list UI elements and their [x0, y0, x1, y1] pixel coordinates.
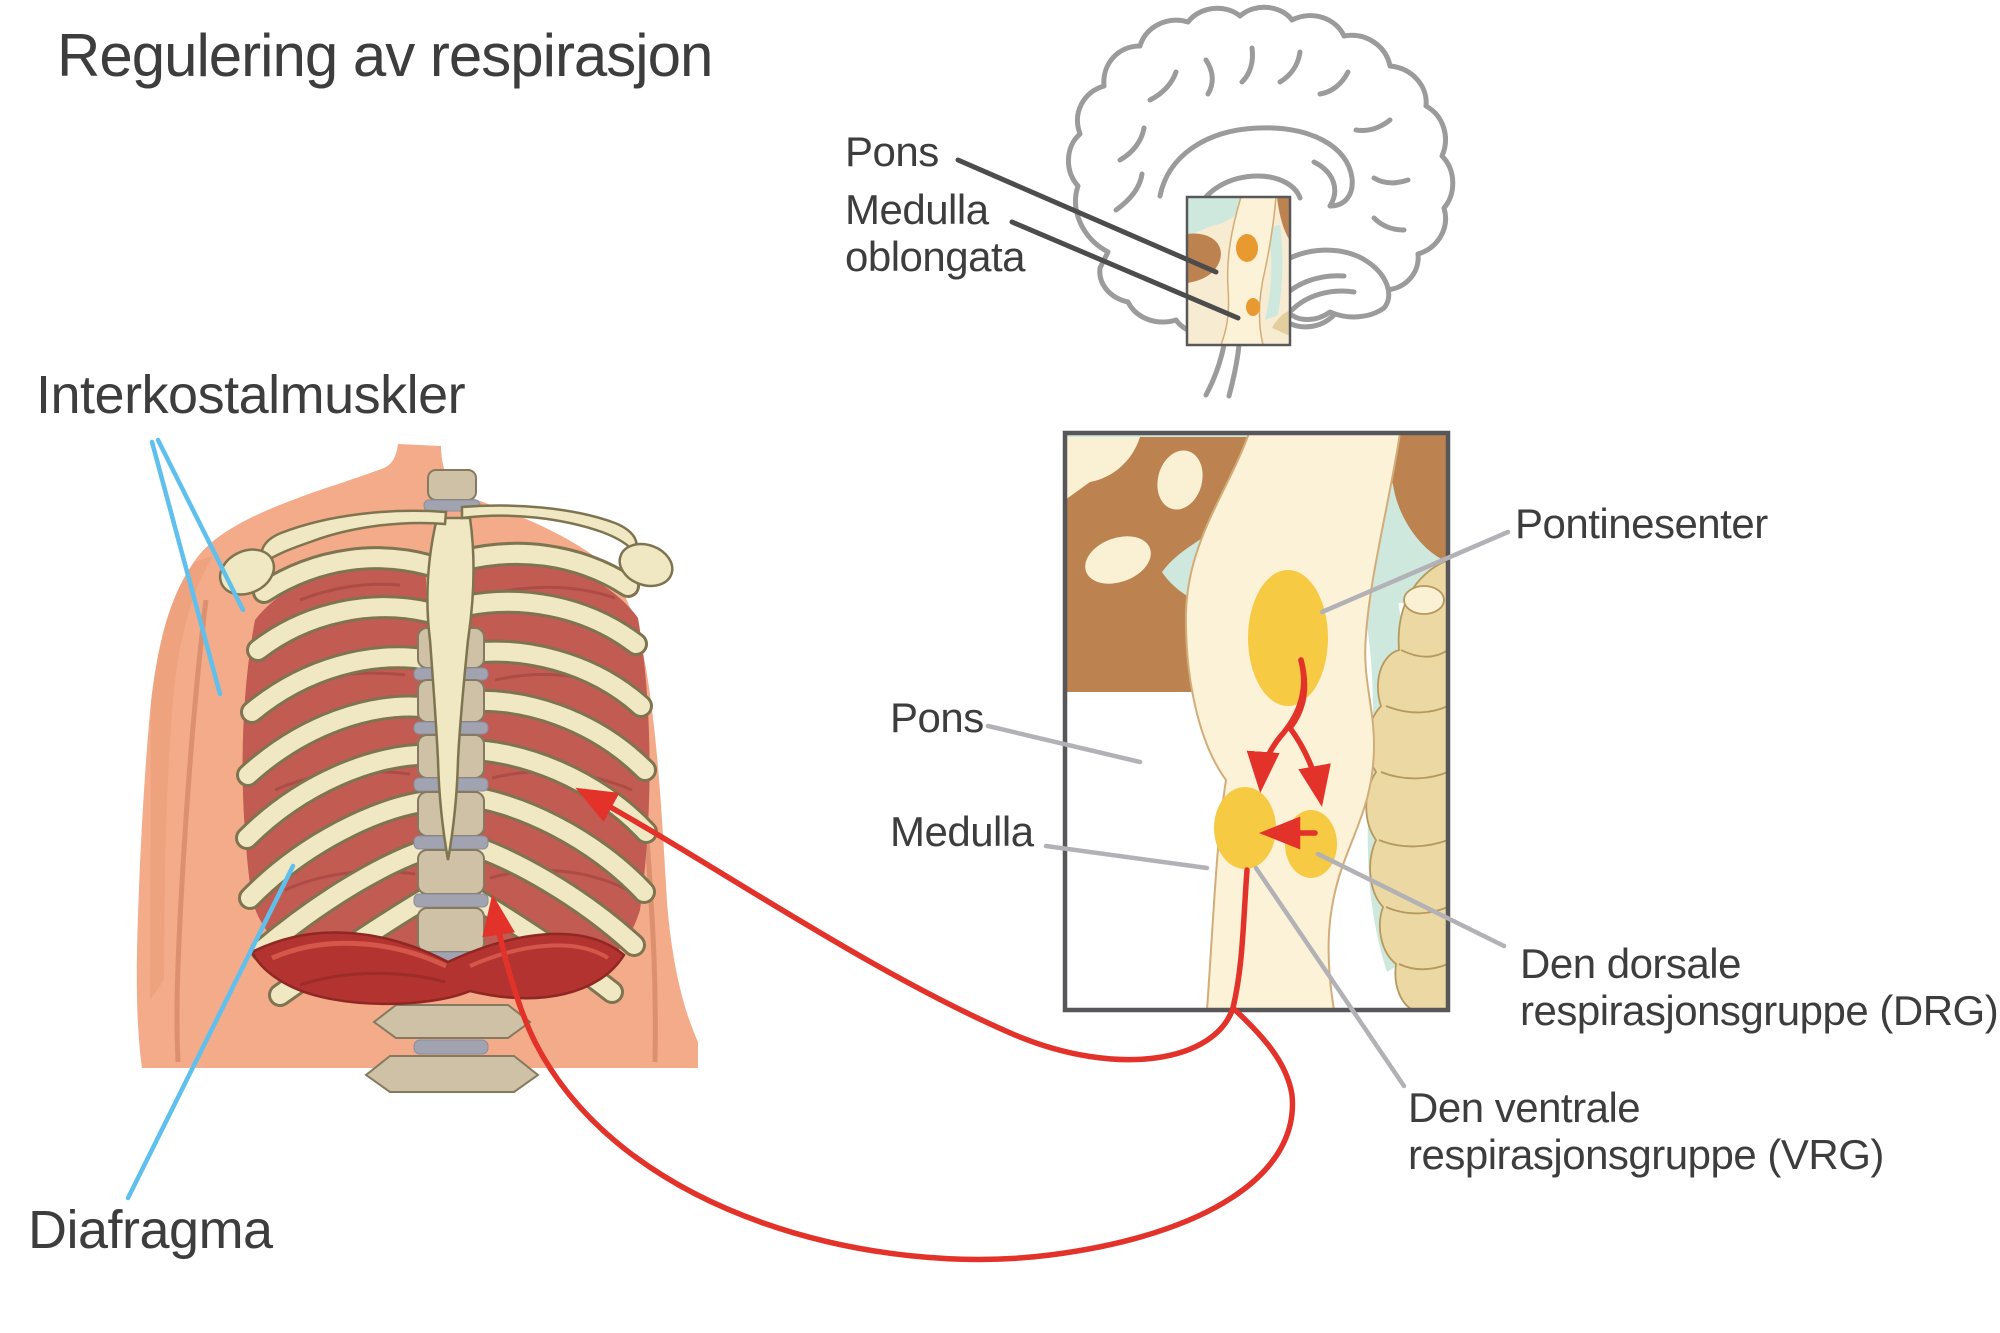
vrg-leader-line: [1253, 865, 1407, 1089]
torso-illustration: [136, 444, 699, 1093]
page-title: Regulering av respirasjon: [57, 22, 713, 89]
label-vrg-line2: respirasjonsgruppe (VRG): [1408, 1131, 1884, 1179]
signal-to-intercostals-curve: [575, 787, 1236, 1063]
label-vrg: Den ventrale respirasjonsgruppe (VRG): [1408, 1084, 1884, 1178]
label-intercostal-muscles: Interkostalmuskler: [36, 365, 466, 425]
label-medulla-box: Medulla: [890, 808, 1034, 855]
drg-nucleus: [1285, 810, 1337, 878]
box-pons-leader-line: [985, 723, 1143, 765]
label-medulla-oblongata: Medulla oblongata: [845, 186, 1026, 281]
box-medulla-leader-line: [1043, 843, 1210, 871]
brainstem-detail-box: [1065, 433, 1448, 1010]
vrg-nucleus: [1214, 787, 1276, 869]
label-medulla-oblongata-line1: Medulla: [845, 186, 989, 233]
label-pons-overview: Pons: [845, 128, 939, 175]
drg-leader-line: [1315, 851, 1507, 949]
label-drg-line2: respirasjonsgruppe (DRG): [1520, 987, 1999, 1035]
diaphragm: [250, 931, 626, 1006]
label-medulla-oblongata-line2: oblongata: [845, 233, 1026, 281]
intercostal-leader-line-1: [155, 437, 246, 613]
label-diaphragm: Diafragma: [28, 1200, 273, 1260]
pontinesenter-leader-line: [1319, 529, 1511, 615]
label-drg: Den dorsale respirasjonsgruppe (DRG): [1520, 940, 1999, 1035]
pons-leader-line: [955, 157, 1219, 275]
intercostal-leader-line-2: [149, 439, 223, 697]
medulla-oblongata-leader-line: [1009, 219, 1241, 321]
label-pontine-center: Pontinesenter: [1515, 500, 1768, 547]
pontine-center-nucleus: [1248, 570, 1328, 706]
pons-to-drg-arrow: [1286, 657, 1331, 807]
brainstem-highlight-rect: [1185, 195, 1292, 347]
label-vrg-line1: Den ventrale: [1408, 1084, 1641, 1131]
label-pons-box: Pons: [890, 694, 984, 741]
label-drg-line1: Den dorsale: [1520, 940, 1741, 987]
vrg-output-line: [1230, 867, 1250, 1010]
detail-box-border: [1062, 430, 1451, 1013]
diaphragm-leader-line: [125, 863, 296, 1201]
signal-to-diaphragm-curve: [482, 894, 1296, 1263]
